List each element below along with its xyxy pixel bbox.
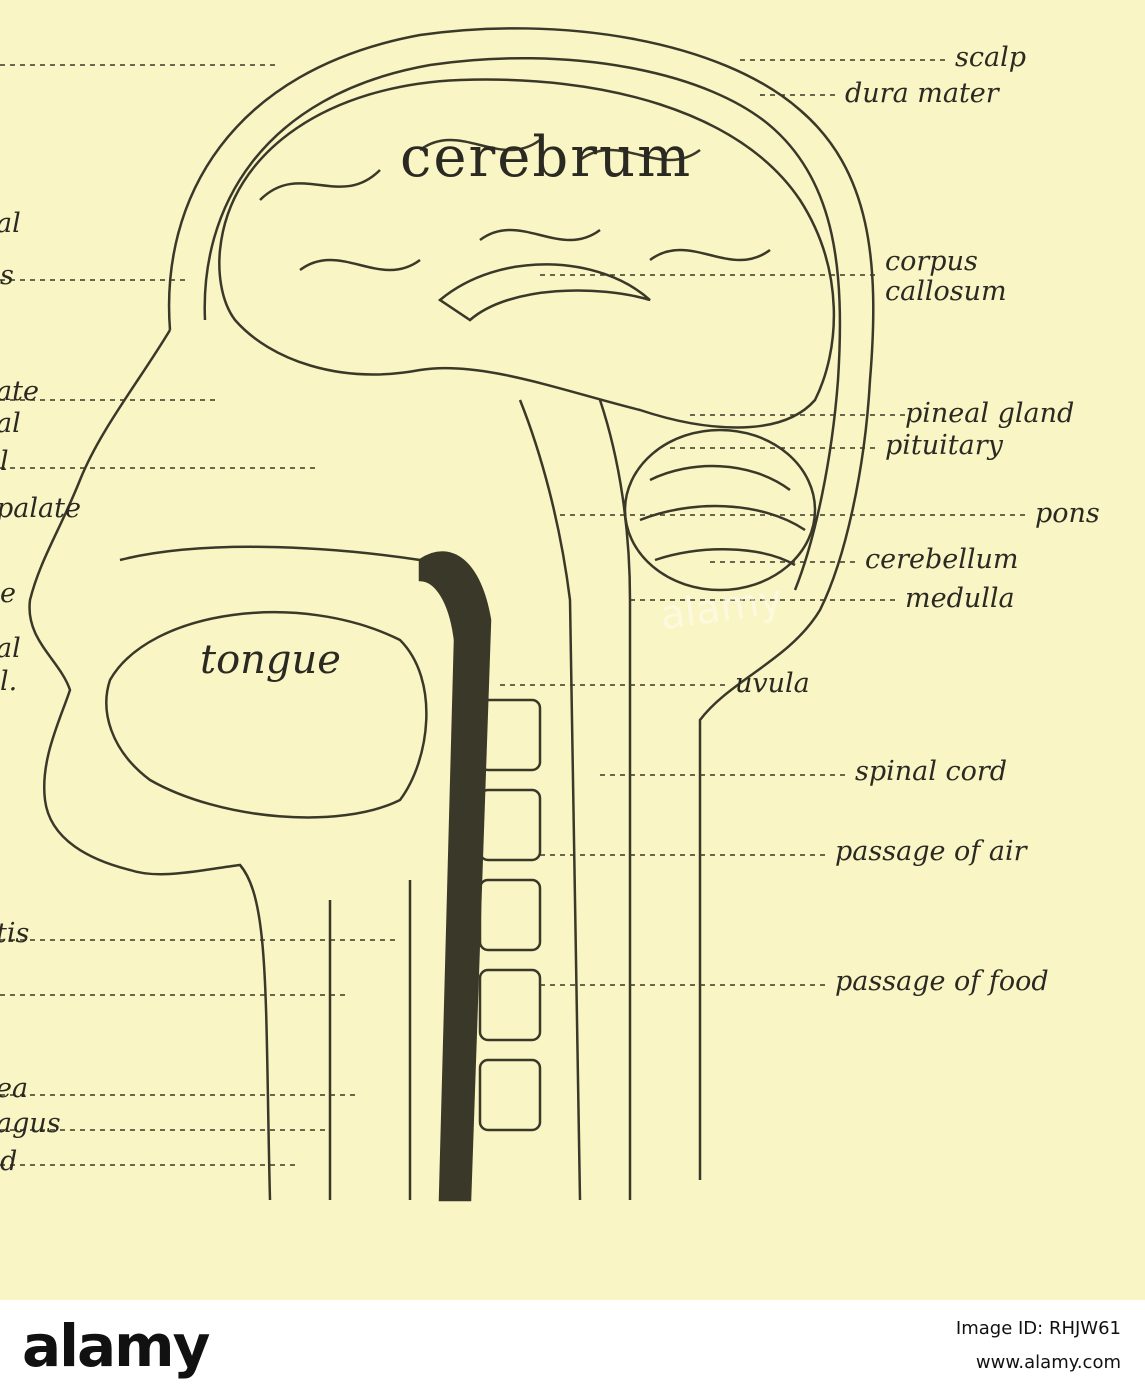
label-medulla: medulla [905,585,1015,612]
label-passage-of-air: passage of air [835,838,1027,865]
label-left-frag-13: d [0,1148,17,1175]
face-profile [30,330,270,1200]
label-left-frag-12: agus [0,1110,61,1137]
label-passage-of-food: passage of food [835,968,1049,995]
footer-bar: alamy Image ID: RHJW61 www.alamy.com [0,1300,1145,1390]
label-left-frag-1: al [0,210,21,237]
label-left-frag-4: al [0,410,21,437]
corpus-callosum-shape [440,264,650,320]
brainstem [520,400,580,1200]
label-left-frag-2: s [0,262,14,289]
label-uvula: uvula [735,670,810,697]
label-left-frag-8: al [0,635,21,662]
label-pons: pons [1035,500,1100,527]
palate [120,547,420,560]
label-cerebrum: cerebrum [400,130,692,186]
anatomy-figure: scalp dura mater cerebrum corpus callosu… [0,0,1145,1300]
label-dura-mater: dura mater [845,80,999,107]
label-callosum: callosum [885,278,1007,305]
label-pituitary: pituitary [885,432,1003,459]
label-corpus: corpus [885,248,978,275]
head-sagittal-section [0,0,1145,1300]
label-left-frag-5: l [0,448,9,475]
footer-url: www.alamy.com [976,1352,1121,1373]
cerebellum-shape [625,430,815,590]
label-cerebellum: cerebellum [865,546,1019,573]
label-left-frag-11: ea [0,1075,28,1102]
label-spinal-cord: spinal cord [855,758,1007,785]
label-pineal-gland: pineal gland [905,400,1074,427]
label-scalp: scalp [955,44,1026,71]
footer-image-id: Image ID: RHJW61 [956,1318,1121,1339]
label-left-frag-7: e [0,580,16,607]
label-tongue: tongue [200,640,341,680]
label-left-frag-3: ate [0,378,39,405]
footer-logo: alamy [22,1312,208,1380]
label-left-frag-6: palate [0,495,81,522]
label-left-frag-10: tis [0,920,29,947]
label-left-frag-9: l. [0,668,17,695]
